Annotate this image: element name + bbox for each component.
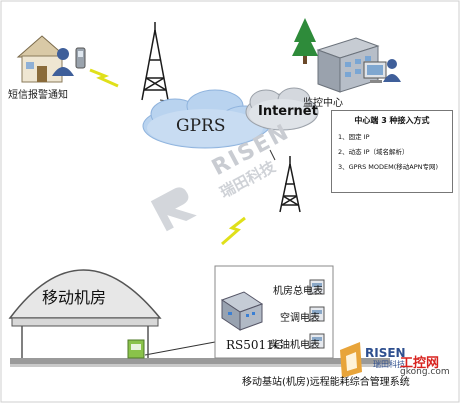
internet-cloud [245,87,319,131]
access-method-item: 1、固定 IP [338,133,370,141]
site-watermark: 工控网 [400,356,440,371]
access-methods-title: 中心端 3 种接入方式 [354,116,430,125]
device-model-label: RS5011G [226,338,284,352]
meter-label-diesel: 柴油机电表 [270,340,320,351]
site-url: gkong.com [400,367,450,377]
system-title: 移动基站(机房)远程能耗综合管理系统 [242,377,410,388]
bottom-logo-brand: RISEN [365,346,406,360]
machine-room-dome [8,269,162,358]
bottom-logo-brand-cn: 瑞田科技 [373,360,405,369]
access-method-item: 3、GPRS MODEM(移动APN专网) [338,163,439,171]
risen-logo-icon [340,342,362,378]
phone-icon [75,47,86,69]
machine-room-label: 移动机房 [42,288,107,307]
signal-bolt-icon [89,68,119,88]
meter-label-main: 机房总电表 [273,286,323,297]
access-method-item: 2、动态 IP（域名解析） [338,148,409,156]
house-icon [16,35,68,83]
computer-icon [363,61,387,83]
tree-icon [292,18,318,64]
access-methods-box: 中心端 3 种接入方式 1、固定 IP 2、动态 IP（域名解析） 3、GPRS… [331,110,453,193]
meter-label-aircon: 空调电表 [280,313,320,324]
gprs-label: GPRS [176,116,226,136]
meter-icon-aircon [309,306,325,322]
gprs-cloud [142,89,272,149]
signal-bolt-icon-lower [221,216,246,246]
meter-icon-main [309,279,325,295]
device-box-icon [127,339,145,359]
internet-label: Internet [258,104,318,119]
server-building-icon [316,37,380,93]
user-icon [52,48,74,76]
tower-icon-lower [279,156,301,213]
sms-alert-label: 短信报警通知 [8,90,68,101]
meter-icon-diesel [309,333,325,349]
monitoring-center-label: 监控中心 [303,98,343,109]
monitor-user-icon [383,59,401,82]
risen-watermark-icon [150,187,197,232]
tower-icon-upper [141,22,169,101]
ground [10,358,390,367]
